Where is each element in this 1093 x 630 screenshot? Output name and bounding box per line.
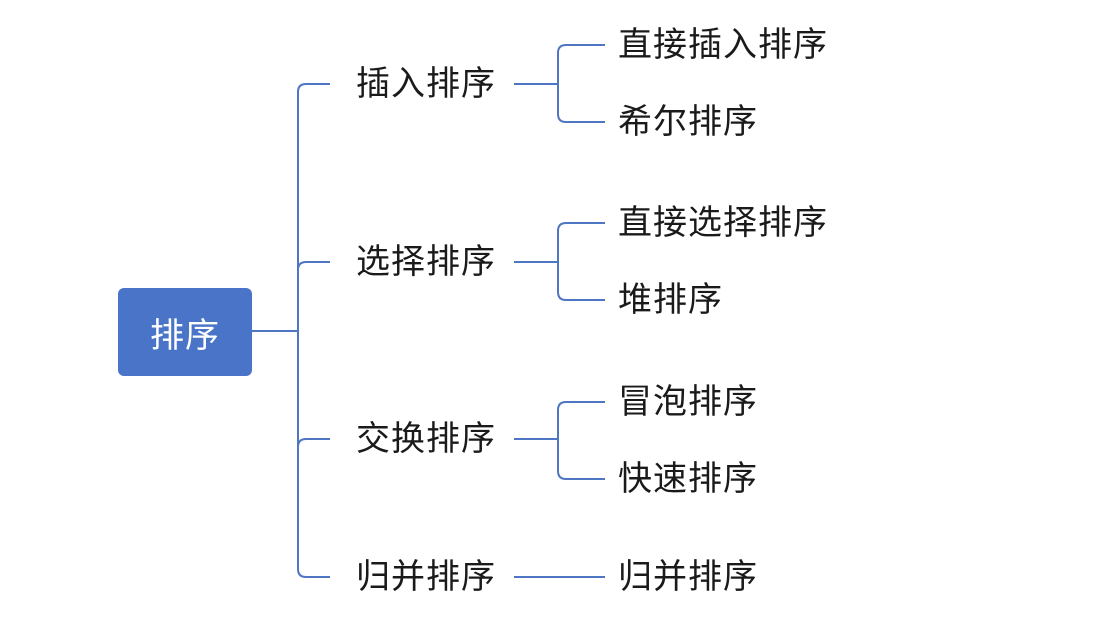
category-node-exchange: 交换排序 [356, 419, 496, 459]
leaf-node-shell-sort: 希尔排序 [618, 102, 758, 142]
category-node-merge: 归并排序 [356, 557, 496, 597]
leaf-node-merge-sort: 归并排序 [618, 557, 758, 597]
root-node-label: 排序 [150, 315, 220, 356]
branch-connector-insertion [514, 44, 605, 123]
branch-connector-exchange [514, 401, 605, 480]
root-node: 排序 [118, 288, 252, 376]
leaf-node-straight-insertion: 直接插入排序 [618, 25, 828, 65]
branch-connector-selection [514, 222, 605, 301]
category-node-insertion: 插入排序 [356, 64, 496, 104]
leaf-node-quick-sort: 快速排序 [618, 459, 758, 499]
leaf-node-heap-sort: 堆排序 [618, 280, 723, 320]
leaf-node-bubble-sort: 冒泡排序 [618, 382, 758, 422]
leaf-node-straight-selection: 直接选择排序 [618, 203, 828, 243]
category-node-selection: 选择排序 [356, 242, 496, 282]
trunk-connector [297, 83, 330, 578]
